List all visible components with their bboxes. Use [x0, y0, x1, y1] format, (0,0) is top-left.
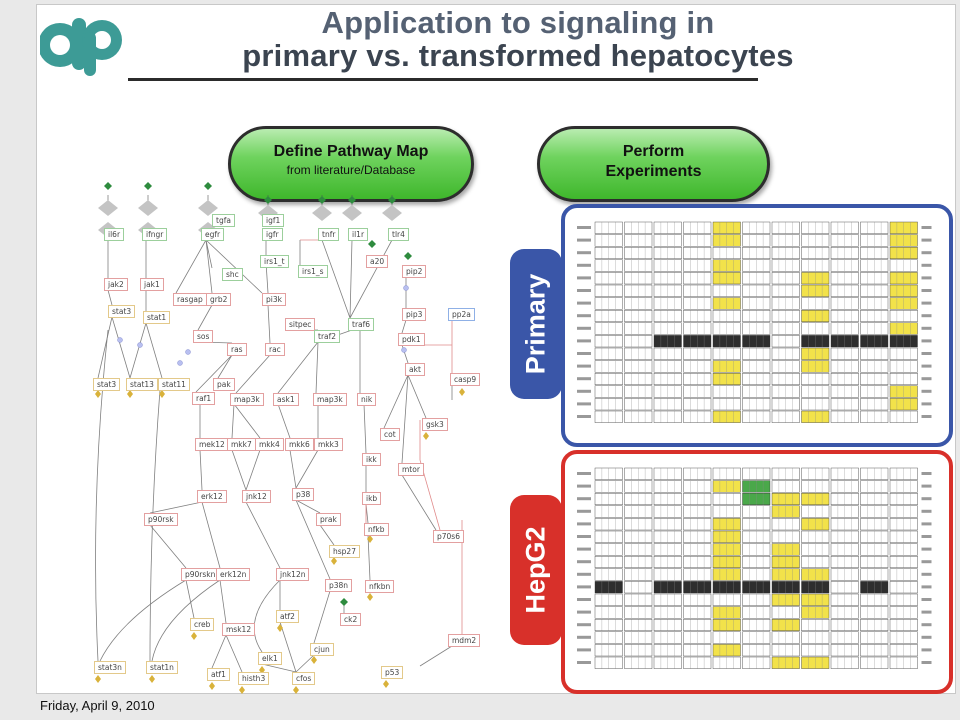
define-pathway-sub: from literature/Database	[286, 163, 416, 177]
pathway-node: igfr	[262, 228, 283, 241]
pathway-node: hsp27	[329, 545, 360, 558]
pathway-node: akt	[405, 363, 425, 376]
pathway-node: erk12	[197, 490, 227, 503]
pathway-node: sitpec	[285, 318, 316, 331]
dp-logo	[40, 18, 122, 76]
pathway-node: rasgap	[173, 293, 207, 306]
pathway-node: jnk12	[242, 490, 271, 503]
hepg2-data-panel	[561, 450, 953, 694]
pathway-node: p53	[381, 666, 404, 679]
pathway-node: msk12	[222, 623, 256, 636]
pathway-node: pip2	[402, 265, 427, 278]
pathway-node: traf6	[348, 318, 375, 331]
pathway-node: il1r	[348, 228, 369, 241]
pathway-node: nfkb	[364, 523, 389, 536]
pathway-node: p38n	[325, 579, 353, 592]
pathway-node: ikk	[362, 453, 381, 466]
pathway-node: ras	[227, 343, 247, 356]
primary-label-tab: Primary	[510, 249, 562, 399]
pathway-node: mkk7	[227, 438, 256, 451]
title-line-1: Application to signaling in	[321, 5, 715, 40]
primary-data-panel	[561, 204, 953, 447]
define-pathway-heading: Define Pathway Map	[273, 143, 429, 160]
pathway-node: tgfa	[212, 214, 235, 227]
pathway-node: mkk4	[255, 438, 284, 451]
pathway-node: jak1	[140, 278, 164, 291]
pathway-node: cjun	[310, 643, 334, 656]
pathway-node: sos	[193, 330, 214, 343]
pathway-node: p90rskn	[181, 568, 220, 581]
pathway-node: map3k	[230, 393, 264, 406]
pathway-node: rac	[265, 343, 285, 356]
pathway-node: tlr4	[388, 228, 409, 241]
pathway-node: ikb	[362, 492, 382, 505]
pathway-node: stat1n	[146, 661, 178, 674]
pathway-node: shc	[222, 268, 243, 281]
pathway-node: il6r	[104, 228, 125, 241]
primary-heatmap-grid	[577, 221, 932, 423]
title-underline	[128, 78, 758, 81]
pathway-node: egfr	[201, 228, 225, 241]
pathway-node: map3k	[313, 393, 347, 406]
pathway-node: stat3	[108, 305, 136, 318]
pathway-node: grb2	[206, 293, 232, 306]
pathway-node: raf1	[192, 392, 216, 405]
pathway-node: stat3	[93, 378, 121, 391]
pathway-node: p90rsk	[144, 513, 178, 526]
hepg2-label-tab: HepG2	[510, 495, 562, 645]
pathway-node: mkk3	[314, 438, 343, 451]
slide-title: Application to signaling in primary vs. …	[128, 6, 908, 72]
pathway-node: stat11	[158, 378, 190, 391]
pathway-node: igf1	[262, 214, 285, 227]
pathway-node: jnk12n	[276, 568, 310, 581]
pathway-node: ifngr	[142, 228, 168, 241]
pathway-node: stat3n	[94, 661, 126, 674]
footer-date: Friday, April 9, 2010	[40, 698, 155, 713]
perform-experiments-pill: Perform Experiments	[537, 126, 770, 202]
pathway-node: mek12	[195, 438, 229, 451]
pathway-node: cfos	[292, 672, 316, 685]
hepg2-heatmap-grid	[577, 467, 932, 669]
experiments-heading: Experiments	[605, 163, 702, 180]
pathway-node: mkk6	[285, 438, 314, 451]
pathway-node: prak	[316, 513, 341, 526]
pathway-node: ck2	[340, 613, 362, 626]
pathway-node: pdk1	[398, 333, 425, 346]
perform-heading: Perform	[622, 143, 685, 160]
pathway-node: pp2a	[448, 308, 475, 321]
pathway-node: casp9	[450, 373, 481, 386]
define-pathway-pill: Define Pathway Map from literature/Datab…	[228, 126, 474, 202]
pathway-node: pi3k	[262, 293, 286, 306]
pathway-node: mdm2	[448, 634, 481, 647]
pathway-node: tnfr	[318, 228, 340, 241]
pathway-node: histh3	[238, 672, 270, 685]
pathway-node: atf2	[276, 610, 299, 623]
pathway-node: pak	[213, 378, 235, 391]
pathway-node: irs1_t	[260, 255, 289, 268]
pathway-node: jak2	[104, 278, 128, 291]
pathway-node: creb	[190, 618, 215, 631]
pathway-node: nik	[357, 393, 377, 406]
pathway-node: p70s6	[433, 530, 464, 543]
pathway-node: gsk3	[422, 418, 448, 431]
pathway-node: pip3	[402, 308, 427, 321]
pathway-node: stat1	[143, 311, 171, 324]
pathway-node: atf1	[207, 668, 230, 681]
pathway-node: traf2	[314, 330, 341, 343]
primary-label: Primary	[520, 273, 551, 375]
hepg2-label: HepG2	[520, 526, 551, 614]
pathway-node: p38	[292, 488, 315, 501]
title-line-2: primary vs. transformed hepatocytes	[242, 38, 794, 73]
pathway-node: mtor	[398, 463, 424, 476]
pathway-node: cot	[380, 428, 400, 441]
pathway-node: stat13	[126, 378, 158, 391]
pathway-node: nfkbn	[365, 580, 395, 593]
pathway-node: irs1_s	[298, 265, 328, 278]
pathway-node: elk1	[258, 652, 282, 665]
pathway-node: erk12n	[216, 568, 251, 581]
pathway-node: ask1	[273, 393, 299, 406]
pathway-node: a20	[366, 255, 389, 268]
